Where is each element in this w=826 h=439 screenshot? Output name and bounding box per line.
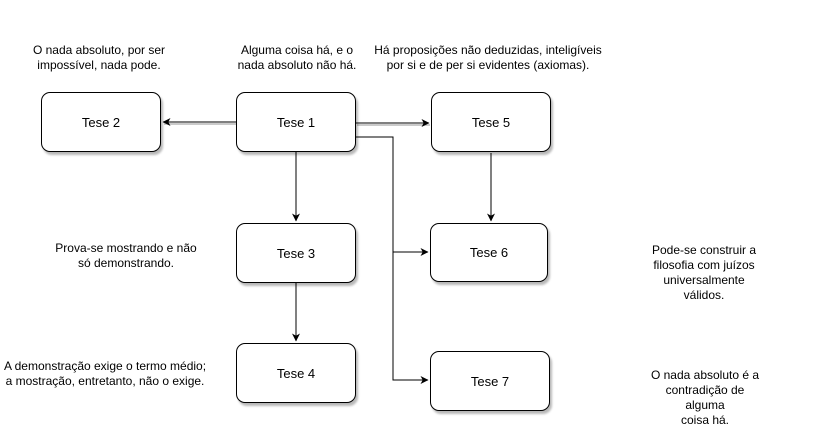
annotation-note-tese-4: A demonstração exige o termo médio; a mo…: [3, 359, 207, 388]
annotation-note-tese-5: Há proposições não deduzidas, inteligíve…: [374, 43, 602, 72]
node-tese-2[interactable]: Tese 2: [41, 92, 161, 152]
node-label-tese-4: Tese 4: [276, 365, 316, 381]
node-label-tese-5: Tese 5: [471, 114, 511, 130]
annotation-note-tese-3: Prova-se mostrando e não só demonstrando…: [55, 241, 197, 270]
node-tese-5[interactable]: Tese 5: [431, 92, 551, 152]
node-label-tese-6: Tese 6: [469, 245, 509, 260]
connector-tese1-to-tese7: [392, 252, 429, 384]
annotation-note-tese-7: O nada absoluto é a contradição de algum…: [650, 368, 760, 427]
node-label-tese-2: Tese 2: [81, 114, 121, 130]
annotation-note-tese-6: Pode-se construir a filosofia com juízos…: [651, 243, 757, 302]
node-label-tese-1: Tese 1: [276, 114, 316, 130]
node-tese-4[interactable]: Tese 4: [236, 343, 356, 403]
node-label-tese-3: Tese 3: [276, 245, 316, 261]
connector-tese1-to-tese6: [356, 136, 429, 256]
node-tese-1[interactable]: Tese 1: [236, 92, 356, 152]
node-tese-6[interactable]: Tese 6: [430, 223, 548, 282]
annotation-note-tese-1: Alguma coisa há, e o nada absoluto não h…: [237, 43, 357, 72]
node-tese-7[interactable]: Tese 7: [430, 351, 550, 411]
node-tese-3[interactable]: Tese 3: [236, 223, 356, 283]
node-label-tese-7: Tese 7: [470, 373, 510, 389]
annotation-note-tese-2: O nada absoluto, por ser impossível, nad…: [32, 43, 166, 72]
